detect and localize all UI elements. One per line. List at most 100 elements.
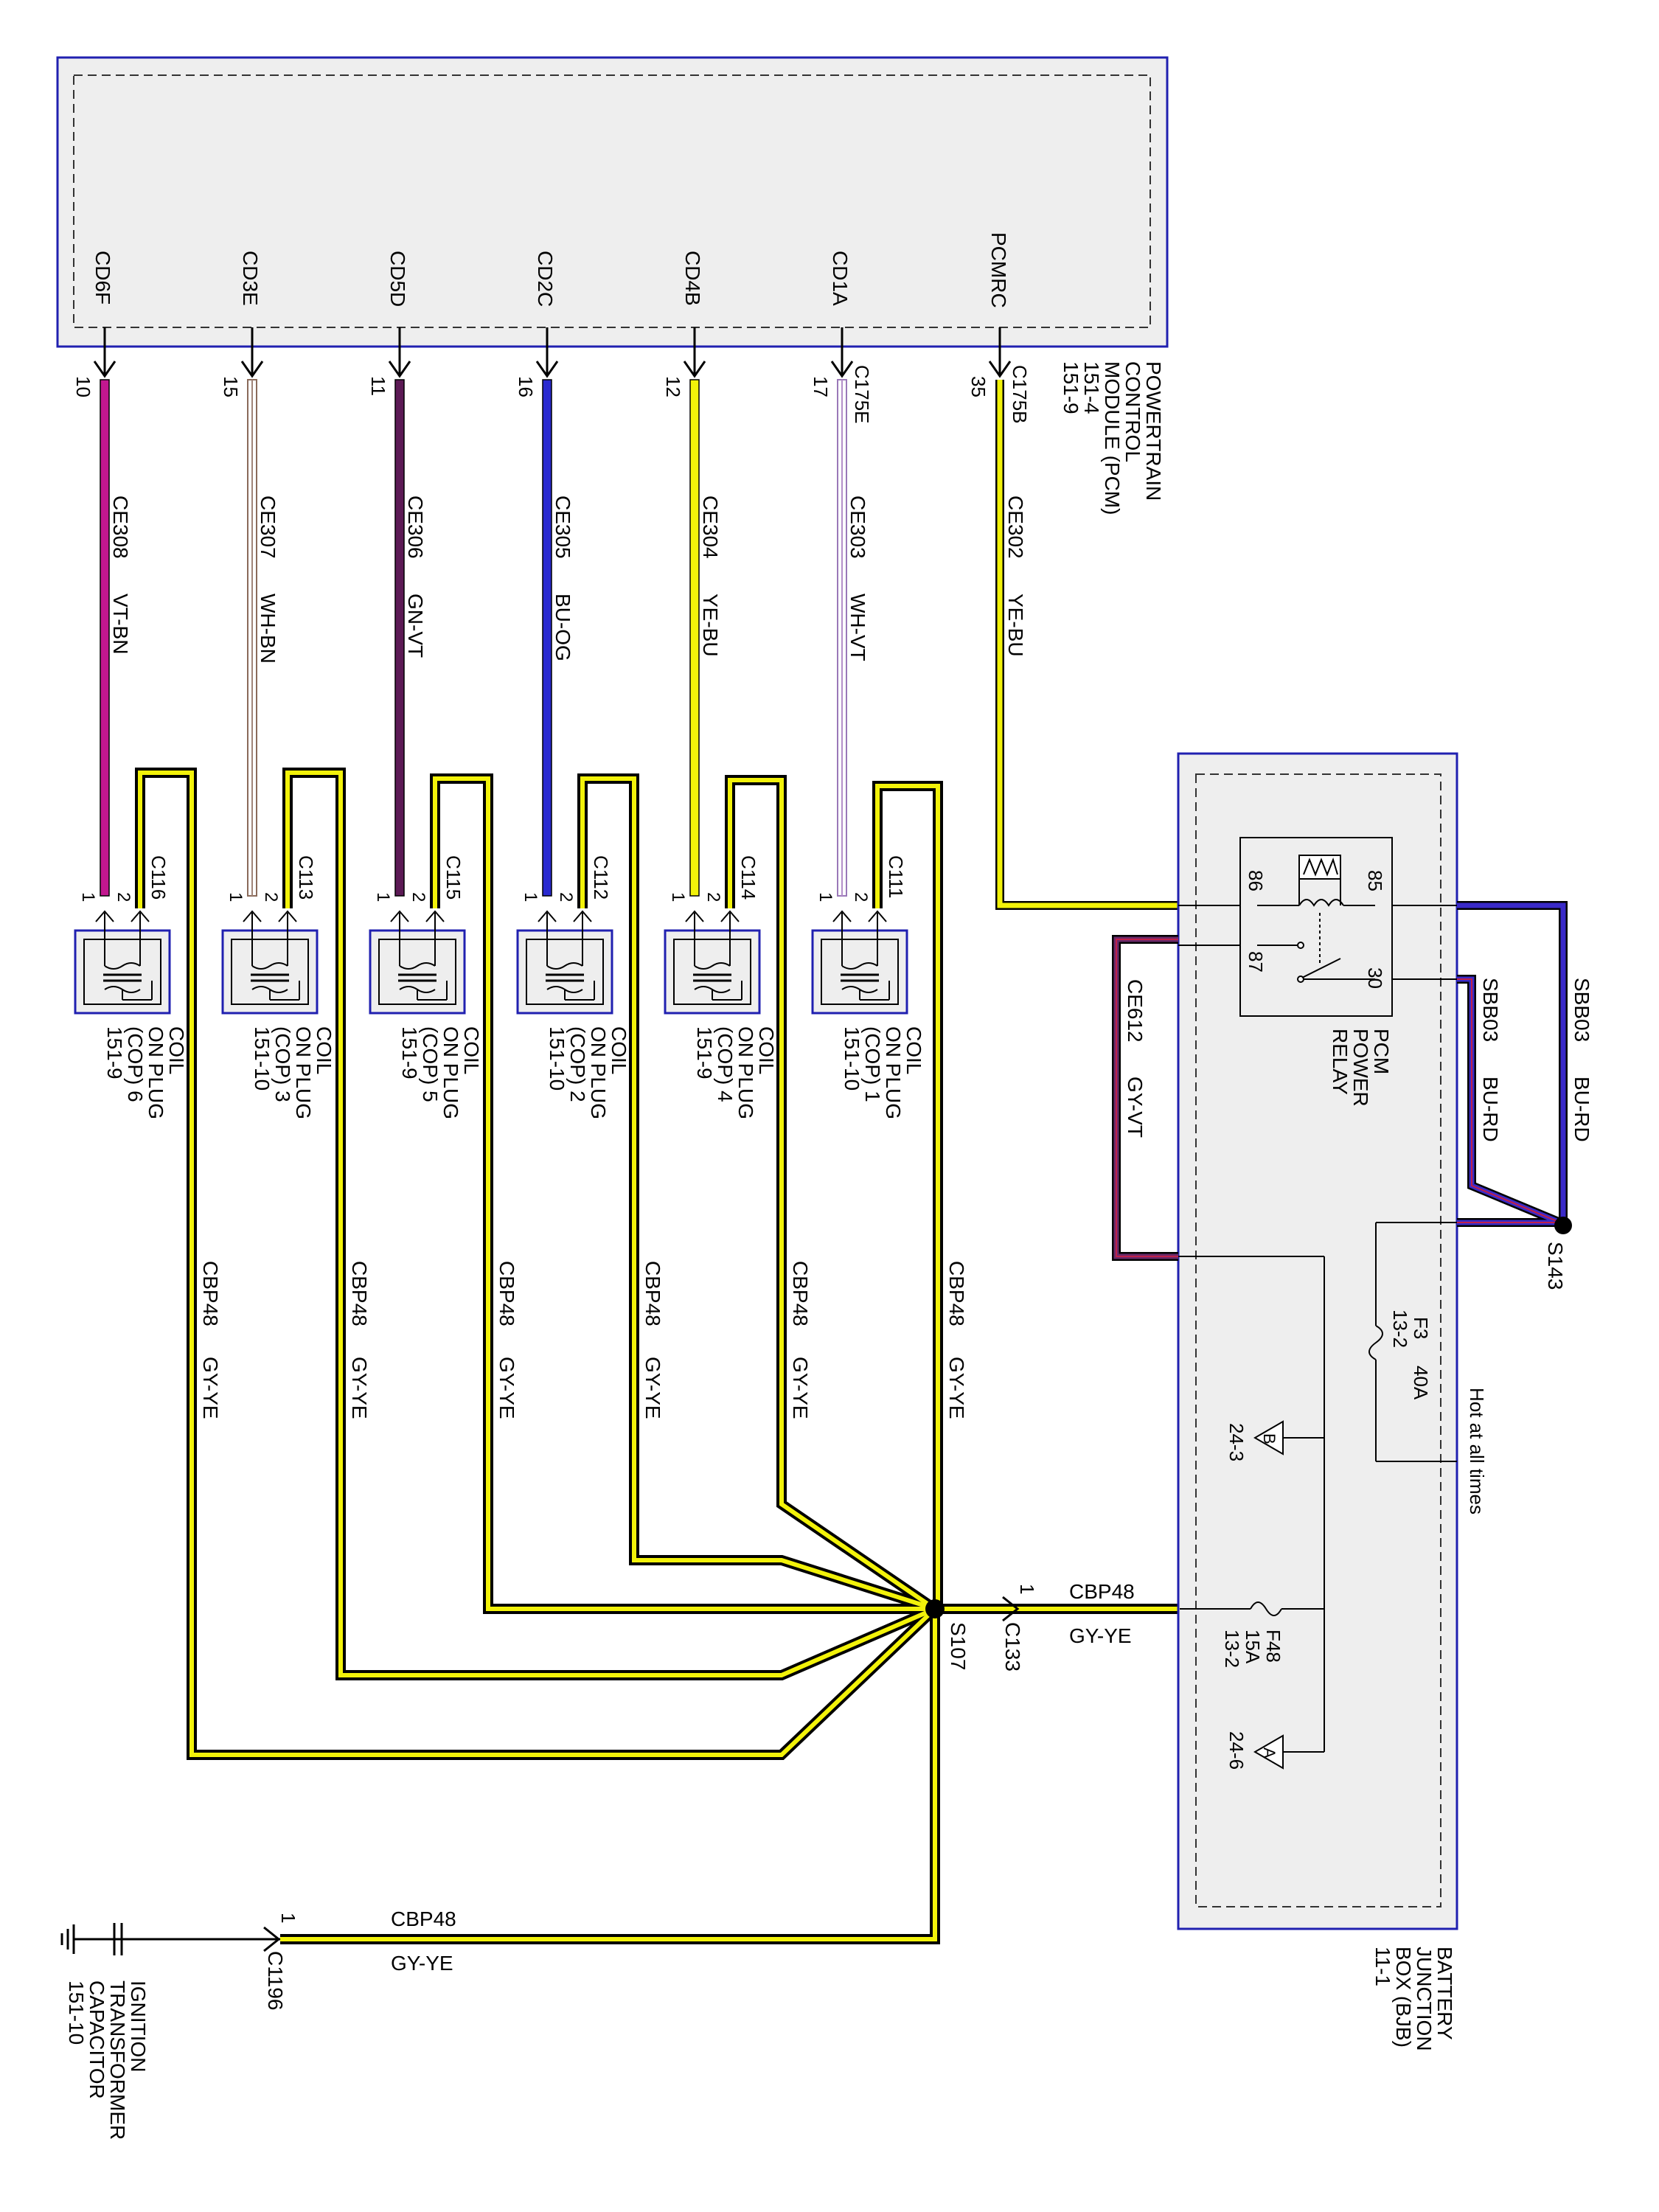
svg-text:C175B: C175B [1009, 365, 1031, 424]
coil-pin-2: 2 [114, 892, 133, 902]
coil-title-line: 151-9 [693, 1026, 716, 1079]
cbp48-harness [135, 768, 1180, 1944]
svg-text:CONTROL: CONTROL [1121, 361, 1144, 462]
svg-text:B: B [1260, 1433, 1279, 1444]
svg-text:151-4: 151-4 [1080, 361, 1103, 414]
cbp48-labels: CBP48 GY-YE CBP48 GY-YE CBP48 GY-YE CBP4… [199, 1261, 1135, 1975]
svg-text:CBP48: CBP48 [199, 1261, 222, 1326]
svg-text:GY-YE: GY-YE [348, 1357, 371, 1419]
svg-text:SBB03: SBB03 [1479, 978, 1502, 1042]
coil-title-line: COIL [165, 1026, 188, 1074]
svg-text:F3: F3 [1410, 1317, 1432, 1339]
wire-ce306 [394, 379, 405, 897]
cbp48-to-c1196 [280, 1609, 940, 1944]
svg-text:151-9: 151-9 [1060, 361, 1082, 414]
wire-ce304 [689, 379, 700, 897]
svg-text:RELAY: RELAY [1329, 1029, 1352, 1095]
svg-text:CE303: CE303 [846, 495, 869, 559]
svg-text:S143: S143 [1544, 1242, 1567, 1290]
svg-text:1: 1 [277, 1913, 299, 1923]
coil-pin-2: 2 [703, 892, 723, 902]
svg-text:YE-BU: YE-BU [699, 594, 722, 657]
cbp48-to-cop4 [725, 775, 938, 1613]
svg-text:IGNITION: IGNITION [127, 1980, 150, 2072]
svg-text:BU-OG: BU-OG [552, 594, 574, 661]
pcm-pin-labels: CD6F CD3E CD5D CD2C CD4B CD1A PCMRC [91, 232, 1010, 308]
svg-text:CBP48: CBP48 [348, 1261, 371, 1326]
pcm-module [56, 56, 1169, 348]
coil-connector-label: C116 [147, 855, 170, 900]
svg-text:13-2: 13-2 [1221, 1630, 1243, 1668]
wire-ce308 [100, 379, 110, 897]
svg-text:24-3: 24-3 [1225, 1423, 1248, 1461]
coil-pin-1: 1 [226, 892, 246, 902]
svg-text:1: 1 [1016, 1584, 1038, 1594]
svg-text:C133: C133 [1001, 1622, 1024, 1672]
svg-text:C175E: C175E [851, 365, 873, 424]
coil-title-line: COIL [313, 1026, 335, 1074]
svg-text:VT-BN: VT-BN [109, 594, 132, 654]
svg-text:151-10: 151-10 [65, 1980, 88, 2045]
pcm-coil-wires [100, 379, 847, 897]
svg-text:11-1: 11-1 [1371, 1947, 1394, 1986]
pcm-title: POWERTRAIN CONTROL MODULE (PCM) 151-4 15… [1060, 361, 1165, 515]
ref-triangle-a: A 24-6 [1225, 1731, 1284, 1770]
svg-text:WH-BN: WH-BN [257, 594, 279, 664]
bjb-title: BATTERY JUNCTION BOX (BJB) 11-1 [1371, 1947, 1456, 2051]
svg-text:GY-YE: GY-YE [199, 1357, 222, 1419]
svg-text:POWER: POWER [1349, 1029, 1372, 1107]
coil-pin-1: 1 [78, 892, 98, 902]
svg-text:CE306: CE306 [404, 495, 427, 559]
wire-sbb03-upper: SBB03 BU-RD [1457, 901, 1593, 1225]
coil-connector-label: C112 [590, 855, 612, 900]
svg-text:GY-YE: GY-YE [1069, 1624, 1132, 1647]
svg-text:CBP48: CBP48 [641, 1261, 664, 1326]
svg-text:POWERTRAIN: POWERTRAIN [1142, 361, 1165, 501]
svg-text:TRANSFORMER: TRANSFORMER [106, 1980, 129, 2140]
coil-title-line: 151-10 [251, 1026, 274, 1091]
wire-ce302 [995, 380, 1194, 910]
svg-text:GN-VT: GN-VT [404, 594, 427, 658]
svg-text:12: 12 [662, 376, 684, 397]
svg-text:87: 87 [1245, 951, 1267, 973]
coil-title-line: (COP) 3 [271, 1026, 294, 1102]
feed-wire-labels: CE308 VT-BN CE307 WH-BN CE306 GN-VT CE30… [109, 495, 1027, 664]
coil-title-line: 151-9 [398, 1026, 421, 1079]
capacitor-title: IGNITION TRANSFORMER CAPACITOR 151-10 [65, 1980, 150, 2140]
svg-text:16: 16 [515, 376, 537, 397]
svg-text:C1196: C1196 [264, 1951, 287, 2010]
svg-text:S107: S107 [947, 1622, 970, 1670]
splice-s143: S143 [1544, 1217, 1572, 1290]
capacitor-symbol [60, 1923, 123, 1955]
relay-connections [1178, 905, 1457, 980]
coil-pin-2: 2 [556, 892, 576, 902]
coil-title-line: 151-10 [841, 1026, 863, 1091]
svg-text:15: 15 [220, 376, 242, 397]
pcm-power-relay [1239, 837, 1393, 1017]
coil-pin-1: 1 [815, 892, 835, 902]
svg-text:GY-YE: GY-YE [945, 1357, 968, 1419]
svg-text:13-2: 13-2 [1389, 1310, 1411, 1348]
svg-text:GY-VT: GY-VT [1124, 1077, 1147, 1138]
svg-text:GY-YE: GY-YE [641, 1357, 664, 1419]
svg-text:40A: 40A [1410, 1366, 1432, 1400]
pin-label-cd5d: CD5D [386, 251, 409, 307]
coil-pin-1: 1 [373, 892, 393, 902]
bjb-internal-wiring [1178, 1222, 1457, 1753]
svg-text:BATTERY: BATTERY [1433, 1947, 1456, 2040]
pin-label-pcmrc: PCMRC [987, 232, 1010, 308]
wire-sbb03-lower: SBB03 BU-RD [1457, 975, 1562, 1227]
cbp48-to-cop1 [872, 781, 943, 1609]
coil-pin-2: 2 [261, 892, 281, 902]
coil-title-line: ON PLUG [439, 1026, 462, 1119]
coil-title-line: (COP) 5 [419, 1026, 442, 1102]
cbp48-to-cop5 [430, 773, 935, 1614]
coil-pin-2: 2 [408, 892, 428, 902]
ref-triangle-b: B 24-3 [1225, 1420, 1284, 1461]
svg-text:BU-RD: BU-RD [1571, 1077, 1593, 1142]
coil-connector-label: C111 [885, 855, 907, 898]
